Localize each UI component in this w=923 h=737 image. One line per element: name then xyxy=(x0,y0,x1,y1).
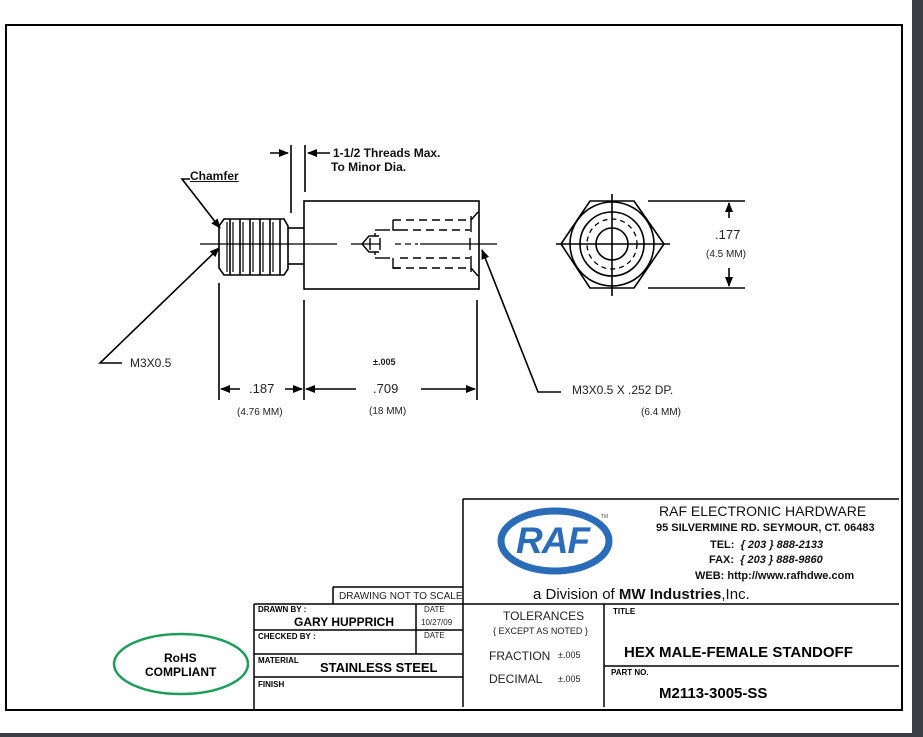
part-number: M2113-3005-SS xyxy=(659,685,768,702)
tel-label: TEL: xyxy=(710,539,735,551)
decimal-label: DECIMAL xyxy=(489,672,543,686)
female-thread-callout: M3X0.5 X .252 DP. xyxy=(572,383,674,397)
tolerances-title: TOLERANCES xyxy=(503,609,585,623)
part-no-label: PART NO. xyxy=(611,668,649,677)
company-tel: TEL: { 203 } 888-2133 xyxy=(710,540,823,551)
male-thread-callout: M3X0.5 xyxy=(130,356,172,370)
checked-date-label: DATE xyxy=(424,631,445,640)
drawing-frame xyxy=(5,24,903,711)
thread-note-line1: 1-1/2 Threads Max. xyxy=(333,146,441,160)
dim-body-length-mm: (18 MM) xyxy=(369,406,407,417)
drawn-by-label: DRAWN BY : xyxy=(258,605,307,614)
division-line: a Division of MW Industries,Inc. xyxy=(533,587,750,602)
division-suffix: ,Inc. xyxy=(721,586,750,603)
web-label: WEB: xyxy=(695,570,725,582)
division-name: MW Industries xyxy=(618,586,722,603)
dim-body-length: .709 xyxy=(373,381,399,396)
trademark-symbol: TM xyxy=(601,514,609,520)
finish-label: FINISH xyxy=(258,680,285,689)
dim-body-tolerance: ±.005 xyxy=(373,357,396,367)
rohs-line2: COMPLIANT xyxy=(145,665,217,679)
material-value: STAINLESS STEEL xyxy=(320,660,438,675)
company-web: WEB: http://www.rafhdwe.com xyxy=(695,571,854,582)
raf-logo xyxy=(497,507,613,575)
drawn-by-value: GARY HUPPRICH xyxy=(294,615,395,629)
chamfer-note: Chamfer xyxy=(190,169,239,183)
thread-note-line2: To Minor Dia. xyxy=(331,160,407,174)
part-title: HEX MALE-FEMALE STANDOFF xyxy=(624,644,853,661)
division-prefix: a Division of xyxy=(533,586,615,603)
fraction-value: ±.005 xyxy=(558,650,581,660)
dim-hex-size: .177 xyxy=(715,227,741,242)
fraction-label: FRACTION xyxy=(489,649,551,663)
female-thread-mm: (6.4 MM) xyxy=(641,407,681,418)
web-url[interactable]: http://www.rafhdwe.com xyxy=(727,570,855,582)
dim-thread-length-mm: (4.76 MM) xyxy=(237,407,283,418)
male-thread-stud xyxy=(218,218,304,276)
fax-label: FAX: xyxy=(709,554,735,566)
raf-logo-text: RAF xyxy=(516,520,590,561)
hex-end-view xyxy=(556,194,670,296)
tel-number: { 203 } 888-2133 xyxy=(740,539,824,551)
material-label: MATERIAL xyxy=(258,656,299,665)
drawn-date-label: DATE xyxy=(424,605,445,614)
company-address: 95 SILVERMINE RD. SEYMOUR, CT. 06483 xyxy=(656,522,875,534)
window-bottom-edge xyxy=(0,733,923,737)
dim-hex-size-mm: (4.5 MM) xyxy=(706,249,746,260)
hex-body-side xyxy=(303,200,480,290)
fax-number: { 203 } 888-9860 xyxy=(740,554,823,566)
title-block-grid xyxy=(253,498,899,711)
scale-note: DRAWING NOT TO SCALE xyxy=(339,591,463,602)
company-name: RAF ELECTRONIC HARDWARE xyxy=(659,503,867,519)
dim-thread-length: .187 xyxy=(249,381,275,396)
rohs-line1: RoHS xyxy=(164,651,197,665)
company-fax: FAX: { 203 } 888-9860 xyxy=(709,555,823,566)
decimal-value: ±.005 xyxy=(558,674,581,684)
rohs-badge-outline xyxy=(112,632,250,696)
drawn-date-value: 10/27/09 xyxy=(421,618,453,627)
window-scrollbar-edge xyxy=(912,0,923,737)
checked-by-label: CHECKED BY : xyxy=(258,632,316,641)
title-label: TITLE xyxy=(613,607,636,616)
female-thread-hidden xyxy=(361,211,479,277)
tolerances-subtitle: { EXCEPT AS NOTED } xyxy=(493,626,588,636)
